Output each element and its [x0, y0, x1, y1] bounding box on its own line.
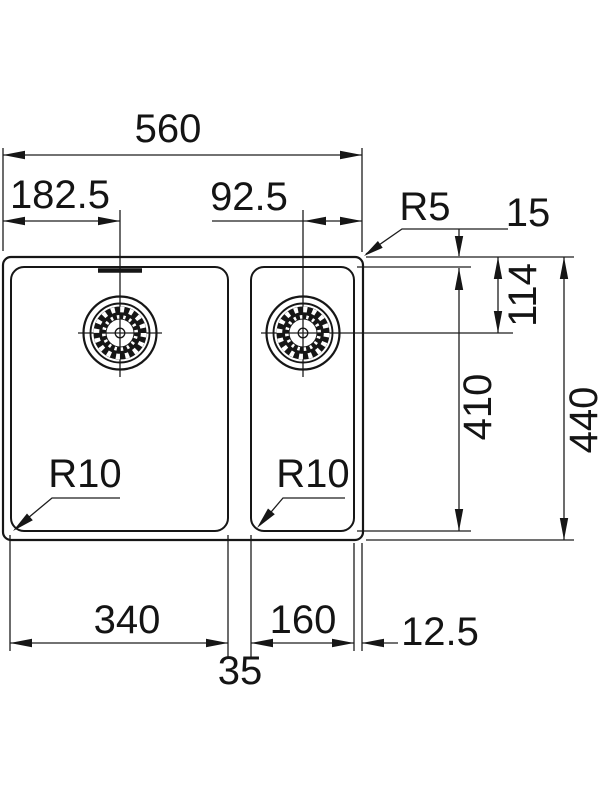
dim-overall-depth: 440: [562, 387, 600, 454]
dim-outer-corner-radius: R5: [399, 185, 450, 229]
r10-right-leader-line: [259, 497, 345, 526]
sink-outline: [1, 255, 365, 542]
right-bowl: [250, 266, 355, 532]
r10-left-leader-line: [15, 497, 120, 529]
sink-outer-rim: [1, 255, 365, 542]
dim-bowl-divider: 35: [218, 649, 263, 693]
dim-right-bowl-corner-radius: R10: [276, 452, 349, 496]
dim-left-drain-offset: 182.5: [10, 173, 110, 217]
dim-bowl-length: 410: [456, 374, 500, 441]
dim-right-drain-offset: 92.5: [210, 175, 288, 219]
dim-left-bowl-corner-radius: R10: [48, 452, 121, 496]
dim-rim-width: 15: [506, 191, 551, 235]
left-bowl: [10, 266, 229, 532]
dimension-labels: 560 182.5 92.5 R5 15 114 410 440 R10 R10…: [10, 107, 600, 693]
dim-left-bowl-width: 340: [94, 598, 161, 642]
extension-and-center-lines: [2, 148, 574, 657]
dim-drain-center-from-top: 114: [501, 263, 545, 327]
dimension-arrowheads: [3, 150, 569, 648]
dim-edge-margin: 12.5: [401, 610, 479, 654]
r5-leader-line: [365, 228, 508, 255]
dimension-lines: [3, 154, 565, 644]
dim-right-bowl-width: 160: [270, 598, 337, 642]
dim-overall-width: 560: [135, 107, 202, 151]
